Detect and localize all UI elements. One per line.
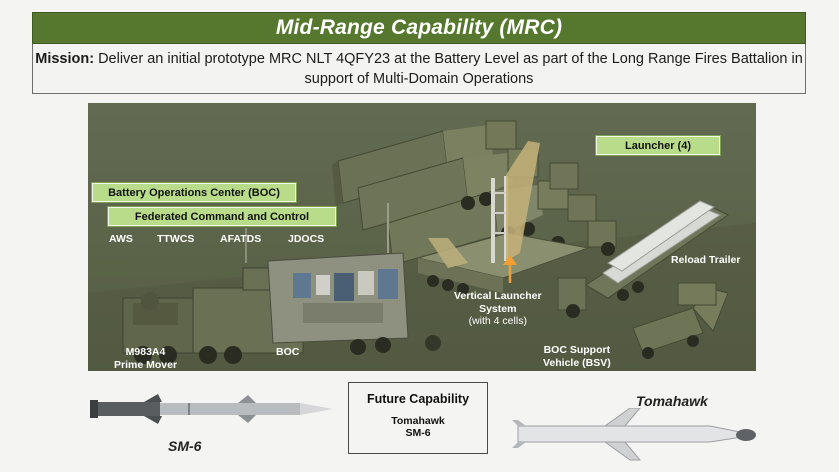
- system-jdocs: JDOCS: [288, 233, 325, 245]
- reload-trailer: [557, 200, 729, 318]
- vehicle-illustrations: [88, 120, 756, 371]
- title-bar: Mid-Range Capability (MRC): [32, 12, 806, 44]
- sm6-label: SM-6: [168, 438, 202, 454]
- boc-support-vehicle: [632, 282, 729, 359]
- future-item-tomahawk: Tomahawk: [391, 415, 445, 427]
- bsv-label: BOC Support Vehicle (BSV): [543, 344, 611, 369]
- system-ttwcs: TTWCS: [157, 233, 195, 245]
- boc-title-label: Battery Operations Center (BOC): [92, 183, 296, 202]
- launcher-label: Launcher (4): [596, 136, 720, 155]
- boc-label: BOC: [276, 346, 300, 358]
- mission-text: Deliver an initial prototype MRC NLT 4QF…: [98, 51, 803, 87]
- launcher-trucks: [332, 120, 617, 266]
- system-aws: AWS: [109, 233, 133, 245]
- mission-statement: Mission: Deliver an initial prototype MR…: [32, 44, 806, 94]
- tomahawk-label: Tomahawk: [636, 393, 708, 409]
- future-item-sm6: SM-6: [405, 427, 431, 439]
- page-title: Mid-Range Capability (MRC): [275, 16, 563, 39]
- system-afatds: AFATDS: [220, 233, 262, 245]
- vls-label: Vertical Launcher System (with 4 cells): [454, 290, 542, 327]
- future-capability-heading: Future Capability: [366, 392, 470, 406]
- reload-trailer-label: Reload Trailer: [671, 254, 741, 266]
- boc-truck: [122, 203, 441, 364]
- vertical-launcher-system: [417, 141, 590, 295]
- future-capability-box: Future Capability Tomahawk SM-6: [348, 382, 488, 454]
- mission-label: Mission:: [35, 51, 95, 67]
- prime-mover-label: M983A4 Prime Mover: [114, 346, 178, 371]
- mrc-system-diagram: Launcher (4) Battery Operations Center (…: [88, 103, 756, 371]
- tomahawk-missile-icon: [512, 408, 756, 461]
- vls-pointer-arrow: [503, 255, 517, 283]
- federated-command-label: Federated Command and Control: [108, 207, 336, 226]
- sm6-missile-icon: [90, 394, 333, 424]
